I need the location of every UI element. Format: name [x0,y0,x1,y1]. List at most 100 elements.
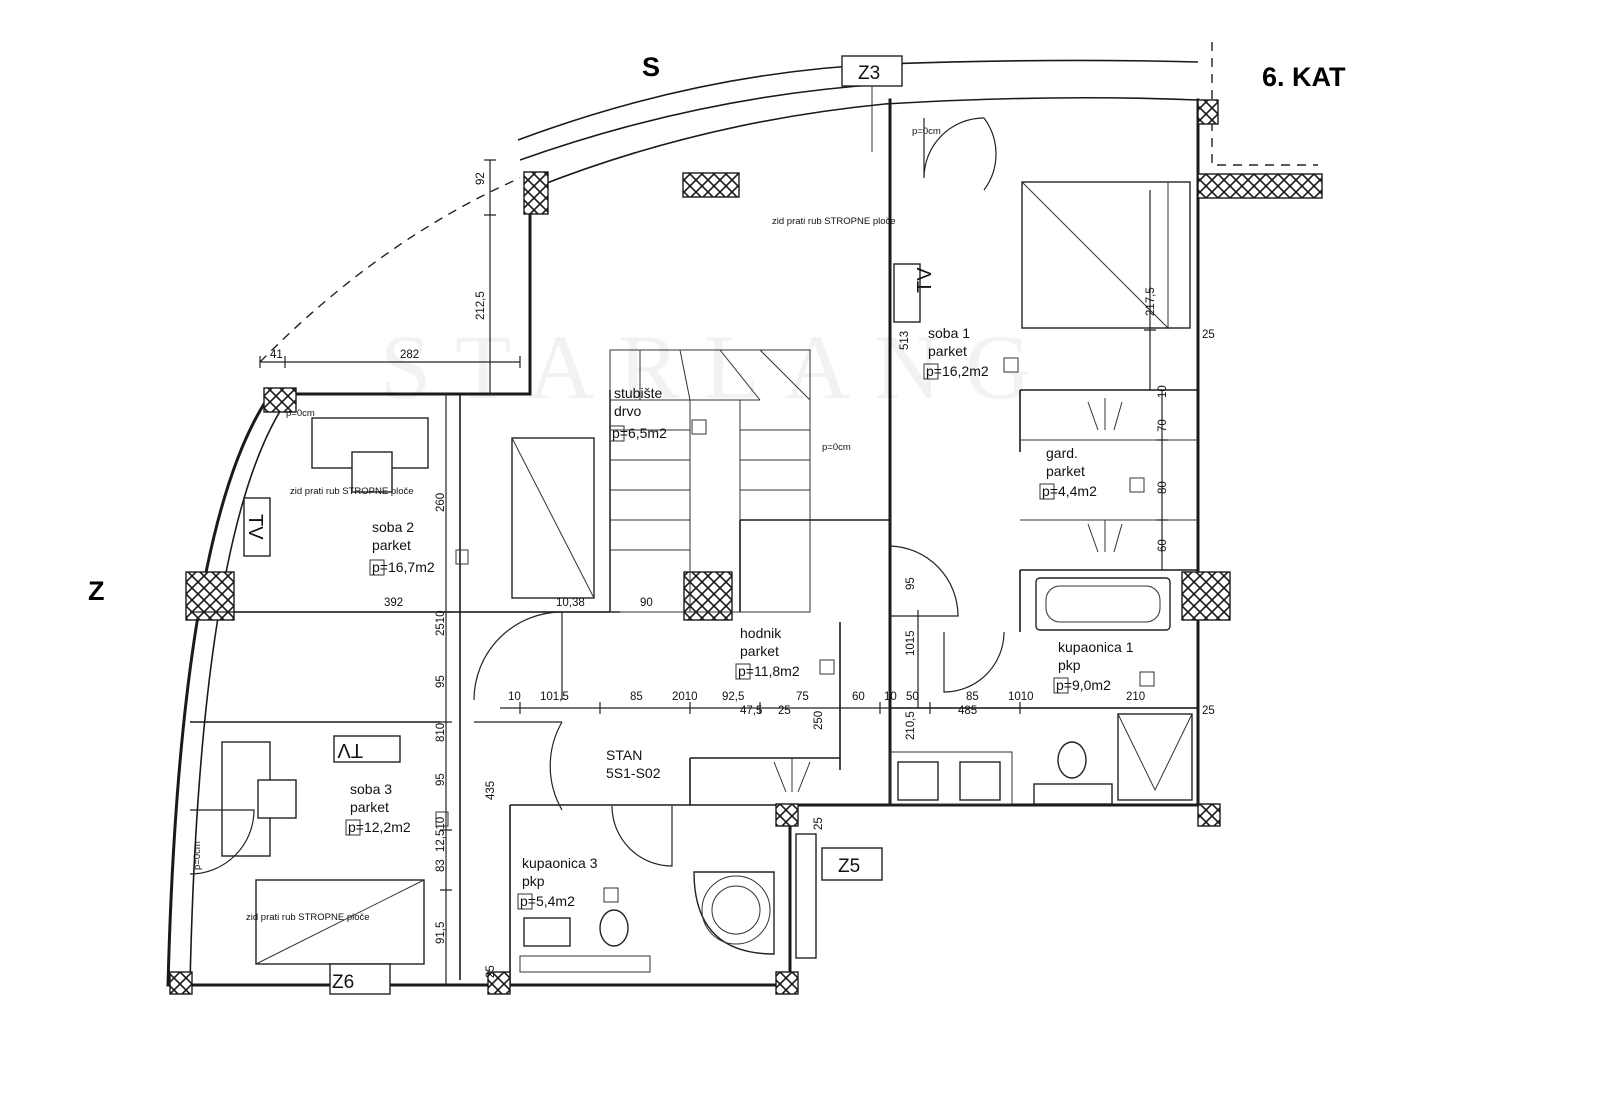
column-east-balcony [1197,173,1323,199]
dim-80: 80 [1157,481,1169,494]
column-south-bath [487,971,511,995]
tag-z3: Z3 [841,55,903,152]
svg-text:soba 1: soba 1 [928,325,970,341]
floor-label: 6. KAT [1262,62,1346,92]
column-west-top [263,387,297,413]
dim-12-510: 12,510 [435,817,447,852]
column-west-mid [185,571,235,621]
bathtub-kupaonica1 [1035,577,1171,631]
column-south-z5 [775,971,799,995]
note-level-soba2: p=0cm [286,408,315,419]
dimension-lines [190,159,1198,985]
svg-text:soba 3: soba 3 [350,781,392,797]
column-north-east [1197,99,1219,125]
door-swings [189,117,1005,875]
svg-text:p=12,2m2: p=12,2m2 [348,819,411,835]
svg-text:gard.: gard. [1046,445,1078,461]
dim-2010: 2010 [672,691,698,703]
tag-z6: Z6 [329,963,391,995]
column-south-west [169,971,193,995]
bed-soba3 [255,879,425,965]
dim-1015: 1015 [905,630,917,656]
note-level-hall: p=0cm [822,442,851,453]
svg-text:p=4,4m2: p=4,4m2 [1042,483,1097,499]
dim-250: 250 [813,711,825,730]
room-stubiste: stubište drvo p=6,5m2 [609,385,667,442]
shower-kupaonica1 [1117,713,1193,801]
svg-text:kupaonica 1: kupaonica 1 [1058,639,1134,655]
svg-text:stubište: stubište [614,385,662,401]
tv-soba3: TV [333,735,401,763]
dim-83: 83 [435,859,447,872]
north-facade-inner [533,96,1199,189]
staircase [609,349,811,613]
dim-25-hall: 25 [778,705,791,717]
sinks-kupaonica1 [889,751,1013,805]
note-level-soba3: p=0cm [192,841,203,870]
watermark: STARLANG [380,316,1055,418]
svg-text:Z3: Z3 [858,63,880,84]
tv-soba2: TV [243,497,271,557]
dim-85-b: 85 [966,691,979,703]
desk-soba2 [311,417,429,493]
svg-text:Z5: Z5 [838,856,860,877]
dim-25-room1: 25 [1202,329,1215,341]
svg-text:p=6,5m2: p=6,5m2 [612,425,667,441]
svg-text:p=9,0m2: p=9,0m2 [1056,677,1111,693]
note-level-soba1: p=0cm [912,126,941,137]
dim-95-c: 95 [905,577,917,590]
dim-91-5: 91,5 [435,922,447,944]
dim-485: 485 [958,705,977,717]
dim-10-gard: 10 [1157,385,1169,398]
svg-text:parket: parket [928,343,967,359]
dim-513: 513 [899,331,911,350]
dim-60: 60 [852,691,865,703]
sink-kupaonica3 [519,917,651,973]
column-north-west [523,171,549,215]
note-ceiling-edge-north: zid prati rub STROPNE ploče [772,216,896,227]
compass-north-label: S [642,52,660,82]
svg-text:TV: TV [337,739,363,761]
svg-text:5S1-S02: 5S1-S02 [606,765,661,781]
toilet-kupaonica3 [599,909,629,947]
wardrobe-unit-soba2 [511,437,595,599]
svg-text:hodnik: hodnik [740,625,782,641]
wardrobe-shelves [1020,398,1198,553]
column-east-mid [1181,571,1231,621]
svg-text:TV: TV [914,267,936,293]
svg-text:drvo: drvo [614,403,641,419]
column-stair [683,571,733,621]
room-kupaonica3: kupaonica 3 pkp p=5,4m2 [517,855,598,910]
svg-text:Z6: Z6 [332,972,354,993]
tag-z5: Z5 [795,833,883,959]
dim-810: 810 [435,723,447,742]
dim-282: 282 [400,349,419,361]
room-kupaonica1: kupaonica 1 pkp p=9,0m2 [1053,639,1134,694]
dim-41: 41 [270,349,283,361]
dim-75: 75 [796,691,809,703]
dim-47-5: 47,5 [740,705,762,717]
dim-70: 70 [1157,419,1169,432]
svg-text:p=5,4m2: p=5,4m2 [520,893,575,909]
apartment-label: STAN 5S1-S02 [606,747,661,781]
tv-soba1: TV [893,263,936,323]
dim-60-b: 60 [1157,539,1169,552]
note-ceiling-edge-soba3: zid prati rub STROPNE ploče [246,912,370,923]
dim-10: 10 [508,691,521,703]
slab-edge-corner [1211,42,1318,166]
dim-435: 435 [485,781,497,800]
desk-soba3 [221,741,297,857]
dim-25-south: 25 [485,965,497,978]
dim-25-z5: 25 [813,817,825,830]
room-gard: gard. parket p=4,4m2 [1039,445,1097,500]
room-soba1: soba 1 parket p=16,2m2 [923,325,989,380]
dim-260: 260 [435,493,447,512]
compass-west-label: Z [88,576,105,606]
svg-text:parket: parket [1046,463,1085,479]
dim-92-5: 92,5 [722,691,744,703]
svg-text:pkp: pkp [1058,657,1081,673]
dim-85: 85 [630,691,643,703]
svg-text:kupaonica 3: kupaonica 3 [522,855,598,871]
dim-92: 92 [475,172,487,185]
slab-edge-line [259,177,521,363]
